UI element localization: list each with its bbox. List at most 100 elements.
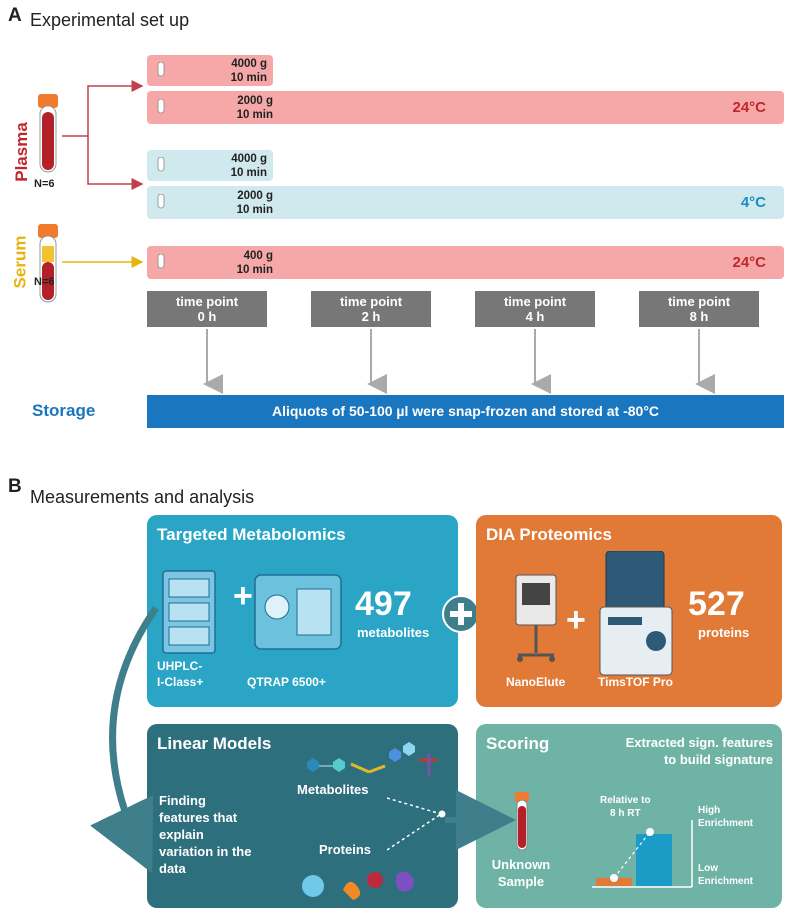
- instrument-timstof-label: TimsTOF Pro: [598, 675, 673, 689]
- nanoelute-instrument-icon: [515, 574, 557, 662]
- relative-line: 8 h RT: [610, 808, 641, 819]
- linear-models-title: Linear Models: [157, 734, 272, 753]
- tube-icon: [157, 254, 165, 269]
- relative-line: Relative to: [600, 795, 651, 806]
- panel-b-title: Measurements and analysis: [30, 487, 255, 507]
- timepoint-line1: time point: [339, 294, 403, 309]
- timepoint-line2: 8 h: [689, 309, 709, 324]
- bar-line2: 10 min: [230, 167, 267, 179]
- relative-to-label: Relative to 8 h RT: [600, 794, 651, 820]
- scoring-subtitle: Extracted sign. features to build signatu…: [588, 734, 773, 768]
- panel-a-letter: A: [8, 5, 22, 26]
- metabolites-unit: metabolites: [357, 625, 430, 640]
- plasma-n: N=6: [34, 178, 55, 190]
- desc-line: data: [159, 861, 186, 876]
- tube-icon: [157, 99, 165, 114]
- uhplc-line2: I-Class+: [157, 675, 204, 689]
- tube-icon: [157, 157, 165, 172]
- protein-structures-icon: [302, 871, 414, 900]
- scoring-title: Scoring: [486, 734, 550, 753]
- metabolomics-title: Targeted Metabolomics: [157, 525, 346, 544]
- bar-line1: 2000 g: [237, 190, 273, 202]
- convergence-lines: [387, 797, 446, 851]
- proteins-unit: proteins: [698, 625, 750, 640]
- desc-line: variation in the: [159, 844, 252, 859]
- timstof-instrument-icon: [599, 551, 673, 676]
- bar-line2: 10 min: [230, 72, 267, 84]
- plus-icon: +: [233, 577, 253, 615]
- qtrap-instrument-icon: [254, 574, 342, 650]
- bar-line2: 10 min: [236, 109, 273, 121]
- instrument-uhplc-label: UHPLC- I-Class+: [157, 658, 203, 690]
- unknown-sample-tube-icon: [515, 792, 529, 851]
- panel-b-letter: B: [8, 476, 22, 497]
- high-line: High: [698, 805, 721, 816]
- flow-arrows: [90, 606, 516, 874]
- unknown-line: Unknown: [491, 857, 551, 872]
- timepoint-line2: 2 h: [361, 309, 381, 324]
- desc-line: explain: [159, 827, 204, 842]
- plasma-tube-icon: [38, 94, 58, 173]
- proteins-count: 527: [688, 585, 745, 623]
- timepoint-line2: 4 h: [525, 309, 545, 324]
- big-plus-icon: [442, 595, 480, 633]
- enrichment-chart: [592, 820, 693, 888]
- storage-bar: Aliquots of 50-100 µl were snap-frozen a…: [147, 395, 784, 428]
- temp-label: 4°C: [740, 194, 766, 211]
- proteomics-box: DIA Proteomics + 527 proteins NanoElute …: [476, 515, 782, 707]
- temp-label: 24°C: [732, 254, 766, 271]
- metabolites-count: 497: [355, 585, 412, 623]
- proteomics-title: DIA Proteomics: [486, 525, 612, 544]
- uhplc-line1: UHPLC-: [157, 659, 203, 673]
- plus-icon: +: [566, 601, 586, 639]
- connector-lines: [62, 80, 715, 394]
- bar-line2: 10 min: [236, 204, 273, 216]
- scoring-box: Scoring Extracted sign. features to build…: [476, 724, 782, 908]
- timepoint-line1: time point: [503, 294, 567, 309]
- low-line: Low: [698, 863, 718, 874]
- uhplc-instrument-icon: [162, 570, 216, 654]
- subtitle-line: Extracted sign. features: [625, 735, 773, 750]
- unknown-line: Sample: [497, 874, 545, 889]
- linear-models-box: Linear Models Finding features that expl…: [147, 724, 458, 908]
- bar-serum-400-24c: 400 g 10 min 24°C: [147, 246, 784, 279]
- panel-a-title: Experimental set up: [30, 10, 190, 30]
- low-line: Enrichment: [698, 876, 754, 887]
- bar-line1: 400 g: [243, 250, 273, 262]
- instrument-qtrap-label: QTRAP 6500+: [247, 675, 326, 689]
- bar-plasma-4000-24c: 4000 g 10 min: [147, 55, 273, 86]
- instrument-nanoelute-label: NanoElute: [506, 675, 566, 689]
- serum-tube-icon: [38, 224, 58, 303]
- high-line: Enrichment: [698, 818, 754, 829]
- timepoint-line2: 0 h: [197, 309, 217, 324]
- metabolomics-box: Targeted Metabolomics + 497 metabolites …: [147, 515, 458, 707]
- bar-line1: 4000 g: [231, 58, 267, 70]
- tube-icon: [157, 194, 165, 209]
- linear-description: Finding features that explain variation …: [159, 792, 251, 877]
- bar-plasma-2000-4c: 2000 g 10 min 4°C: [147, 186, 784, 219]
- desc-line: Finding: [159, 793, 206, 808]
- metabolites-label: Metabolites: [297, 782, 369, 797]
- subtitle-line: to build signature: [663, 752, 773, 767]
- storage-label: Storage: [32, 401, 96, 420]
- bar-plasma-4000-4c: 4000 g 10 min: [147, 150, 273, 181]
- timepoint-line1: time point: [175, 294, 239, 309]
- bar-plasma-2000-24c: 2000 g 10 min 24°C: [147, 91, 784, 124]
- proteins-label: Proteins: [319, 842, 372, 857]
- tube-icon: [157, 62, 165, 77]
- metabolite-molecules-icon: [307, 742, 437, 776]
- temp-label: 24°C: [732, 99, 766, 116]
- bar-line1: 4000 g: [231, 153, 267, 165]
- bar-line1: 2000 g: [237, 95, 273, 107]
- serum-n: N=6: [34, 276, 55, 288]
- bar-line2: 10 min: [236, 264, 273, 276]
- timepoint-line1: time point: [667, 294, 731, 309]
- desc-line: features that: [159, 810, 238, 825]
